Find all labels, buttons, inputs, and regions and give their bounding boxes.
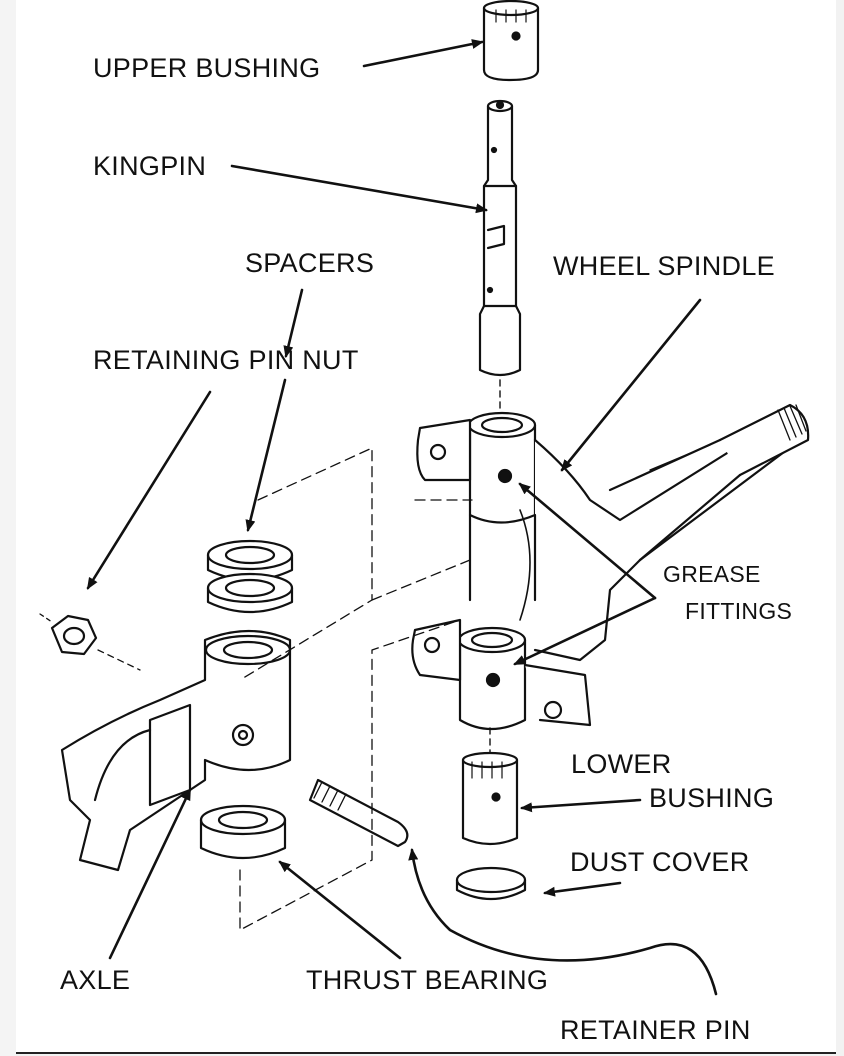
- construction-lines: [239, 447, 473, 931]
- grease-fittings-label-line2: FITTINGS: [685, 598, 793, 624]
- dust-cover-part: [455, 866, 527, 900]
- retainer-pin-part: [308, 778, 409, 848]
- leader-arrows: [86, 39, 702, 960]
- kingpin-label: KINGPIN: [93, 151, 207, 181]
- left-frame-margin: [0, 0, 16, 1056]
- lower-bushing-label-line1: LOWER: [571, 749, 672, 779]
- thrust-bearing-part: [199, 804, 287, 860]
- thrust-bearing-label: THRUST BEARING: [306, 965, 549, 995]
- spacers-label: SPACERS: [245, 248, 375, 278]
- lower-bushing-label-line2: BUSHING: [649, 783, 775, 813]
- wheel-spindle-label: WHEEL SPINDLE: [553, 251, 775, 281]
- axle-part: [60, 629, 292, 872]
- grease-fittings-label-line1: GREASE: [663, 561, 761, 587]
- retainer-pin-label: RETAINER PIN: [560, 1015, 751, 1045]
- wheel-spindle-part: [411, 403, 810, 730]
- retainer-pin-leader: [408, 848, 718, 996]
- spacers-part: [206, 539, 294, 614]
- axle-label: AXLE: [60, 965, 131, 995]
- upper-bushing-part: [482, 0, 540, 82]
- diagram-canvas: [16, 0, 836, 1054]
- upper-bushing-label: UPPER BUSHING: [93, 53, 321, 83]
- dust-cover-label: DUST COVER: [570, 847, 750, 877]
- retaining-pin-nut-part: [39, 613, 141, 671]
- retaining-pin-nut-label: RETAINING PIN NUT: [93, 345, 359, 375]
- kingpin-part: [478, 99, 522, 377]
- lower-bushing-part: [461, 751, 519, 846]
